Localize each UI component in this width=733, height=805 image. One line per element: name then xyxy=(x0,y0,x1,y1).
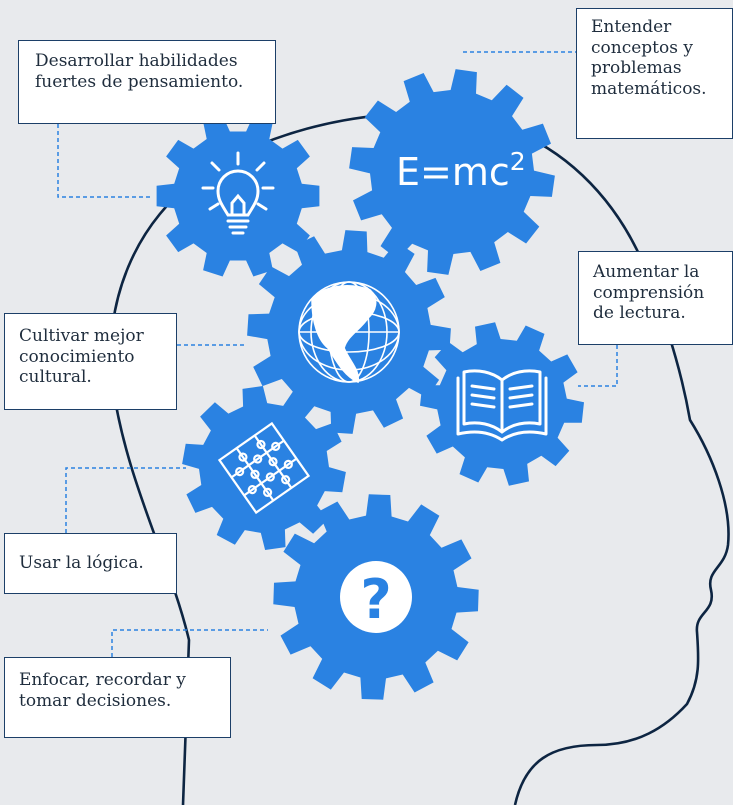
globe-icon xyxy=(298,281,400,384)
label-focus: Enfocar, recordar y tomar decisiones. xyxy=(4,657,231,738)
gear-formula xyxy=(349,69,555,275)
connector-reading xyxy=(578,345,618,387)
formula-icon: E=mc2 xyxy=(396,147,526,194)
svg-text:?: ? xyxy=(360,568,391,631)
lightbulb-icon xyxy=(201,151,275,235)
book-icon xyxy=(456,369,548,442)
label-culture: Cultivar mejor conocimiento cultural. xyxy=(4,313,177,410)
connectors xyxy=(57,51,618,657)
label-logic: Usar la lógica. xyxy=(4,533,177,594)
connector-logic xyxy=(65,467,186,533)
question-icon: ? xyxy=(340,561,412,633)
puzzle-icon xyxy=(217,421,311,515)
connector-thinking xyxy=(57,124,150,198)
gear-puzzle xyxy=(182,386,346,550)
label-math: Entender conceptos y problemas matemátic… xyxy=(576,8,733,139)
label-thinking: Desarrollar habilidades fuertes de pensa… xyxy=(18,40,276,124)
label-reading: Aumentar la comprensión de lectura. xyxy=(578,251,733,345)
connector-focus xyxy=(111,629,268,657)
